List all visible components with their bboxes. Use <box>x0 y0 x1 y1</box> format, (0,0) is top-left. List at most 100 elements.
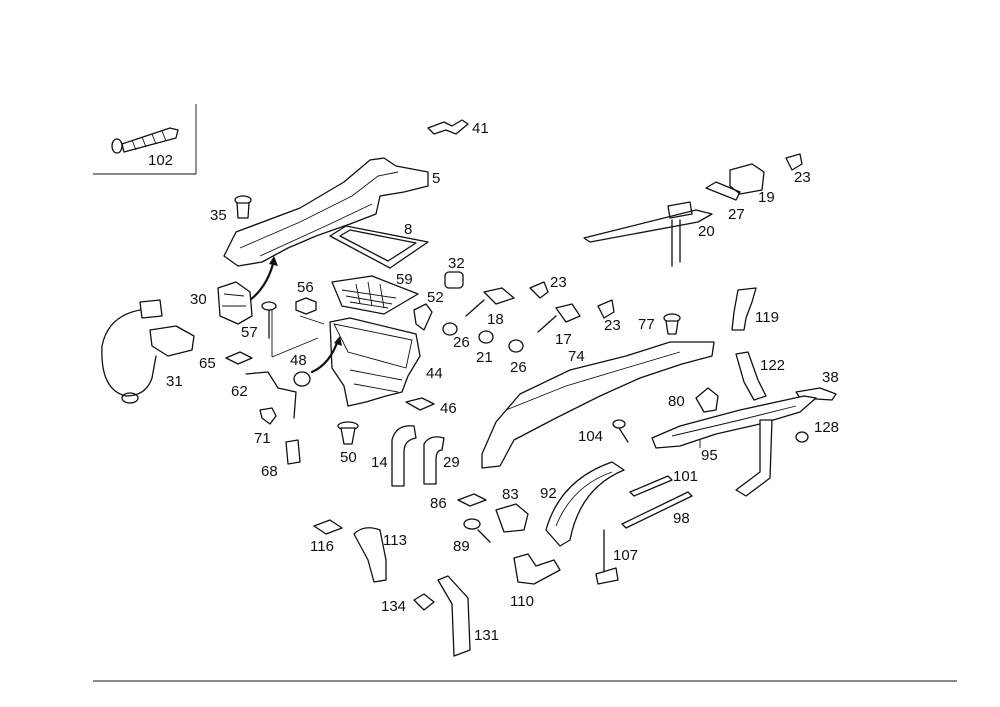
callout-128: 128 <box>814 419 839 436</box>
part-23b-plug <box>597 299 615 319</box>
part-59-filter <box>331 275 419 315</box>
callout-89: 89 <box>453 538 470 555</box>
part-92-arch <box>545 461 625 547</box>
callout-5: 5 <box>432 170 440 187</box>
callout-31: 31 <box>166 373 183 390</box>
callout-23c: 23 <box>794 169 811 186</box>
callout-21: 21 <box>476 349 493 366</box>
part-20-rod <box>583 201 713 267</box>
part-21-nut <box>478 330 494 344</box>
callout-122: 122 <box>760 357 785 374</box>
part-98-strip <box>621 491 693 529</box>
part-35-screw <box>234 195 252 219</box>
callout-92: 92 <box>540 485 557 502</box>
part-102-rivet <box>111 127 179 154</box>
part-71-clip <box>259 407 277 425</box>
arrow-5 <box>248 258 276 302</box>
part-62-bracket <box>245 371 297 419</box>
callout-48: 48 <box>290 352 307 369</box>
callout-14: 14 <box>371 454 388 471</box>
callout-20: 20 <box>698 223 715 240</box>
part-113-duct <box>353 527 387 583</box>
callout-26a: 26 <box>453 334 470 351</box>
part-30-mount <box>217 281 253 325</box>
callout-102: 102 <box>148 152 173 169</box>
part-26b-washer <box>508 339 524 353</box>
callout-116: 116 <box>310 538 334 555</box>
part-46-clip <box>405 397 435 411</box>
callout-107: 107 <box>613 547 638 564</box>
part-18-connector <box>465 287 515 317</box>
part-50-plug <box>337 421 359 445</box>
callout-30: 30 <box>190 291 207 308</box>
callout-65: 65 <box>199 355 216 372</box>
callout-95: 95 <box>701 447 718 464</box>
part-41-bracket <box>427 119 469 135</box>
callout-113: 113 <box>383 532 407 549</box>
callout-46: 46 <box>440 400 457 417</box>
arrowhead-48 <box>334 336 342 346</box>
callout-57: 57 <box>241 324 258 341</box>
callout-131: 131 <box>474 627 499 644</box>
part-83-bracket <box>495 503 529 533</box>
callout-62: 62 <box>231 383 248 400</box>
callout-98: 98 <box>673 510 690 527</box>
part-104-screw <box>612 419 629 443</box>
callout-52: 52 <box>427 289 444 306</box>
callout-59: 59 <box>396 271 413 288</box>
part-77-bolt <box>663 313 681 335</box>
callout-80: 80 <box>668 393 685 410</box>
part-80-clamp <box>695 387 719 413</box>
part-57-bolt <box>261 301 277 357</box>
callout-101: 101 <box>673 468 698 485</box>
callout-68: 68 <box>261 463 278 480</box>
callout-44: 44 <box>426 365 443 382</box>
part-128-cap <box>795 431 809 443</box>
callout-23a: 23 <box>550 274 567 291</box>
callout-32: 32 <box>448 255 465 272</box>
part-131-hose <box>437 575 471 657</box>
callout-77: 77 <box>638 316 655 333</box>
part-86-clip <box>457 493 487 507</box>
part-89-bolt <box>463 518 491 543</box>
callout-134: 134 <box>381 598 406 615</box>
callout-110: 110 <box>510 593 534 610</box>
callout-74: 74 <box>568 348 585 365</box>
part-8-seal <box>329 225 429 269</box>
callout-18: 18 <box>487 311 504 328</box>
callout-83: 83 <box>502 486 519 503</box>
callout-19: 19 <box>758 189 775 206</box>
callout-38: 38 <box>822 369 839 386</box>
callout-104: 104 <box>578 428 603 445</box>
part-107-bracket <box>595 529 619 585</box>
callout-23b: 23 <box>604 317 621 334</box>
part-68-clip <box>285 439 301 465</box>
part-48-grommet <box>293 371 311 387</box>
part-119-elbow <box>731 287 757 331</box>
part-52-clip <box>413 303 433 331</box>
leader-57-56 <box>271 315 325 358</box>
part-128-hose <box>735 419 773 497</box>
part-116-clip <box>313 519 343 535</box>
callout-27: 27 <box>728 206 745 223</box>
callout-17: 17 <box>555 331 572 348</box>
callout-119: 119 <box>755 309 779 326</box>
callout-50: 50 <box>340 449 357 466</box>
part-101-strip <box>629 475 673 497</box>
callout-8: 8 <box>404 221 412 238</box>
part-19-bracket <box>729 163 765 195</box>
callout-86: 86 <box>430 495 447 512</box>
part-74-panel <box>481 341 715 469</box>
part-110-bracket <box>513 553 561 585</box>
callout-26b: 26 <box>510 359 527 376</box>
part-5-cover <box>223 157 429 267</box>
part-29-hose <box>423 436 445 485</box>
part-17-connector <box>537 303 581 333</box>
callout-71: 71 <box>254 430 271 447</box>
part-56-nut <box>295 297 317 315</box>
part-122-hose <box>735 351 767 401</box>
arrowhead-5 <box>269 256 278 266</box>
callout-35: 35 <box>210 207 227 224</box>
part-26a-washer <box>442 322 458 336</box>
part-44-housing <box>329 317 421 407</box>
